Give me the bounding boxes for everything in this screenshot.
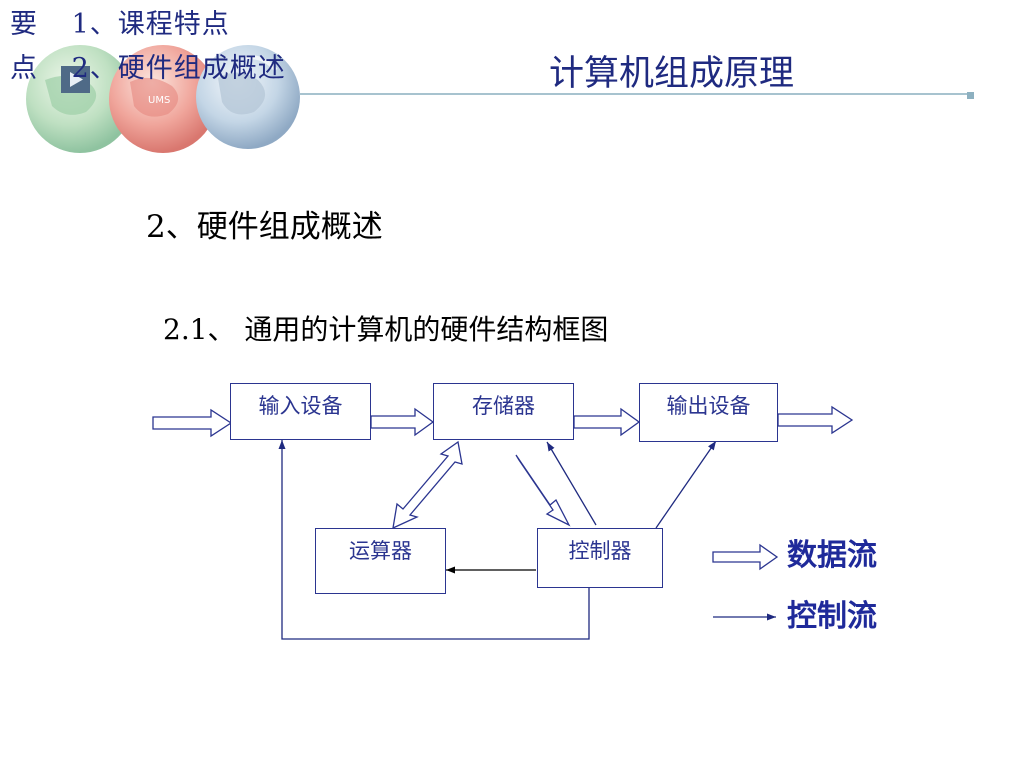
control-line-controller-input xyxy=(278,440,590,640)
globe-earth-icon xyxy=(196,45,300,149)
section-heading: 2、硬件组成概述 xyxy=(146,209,383,245)
nav-link-course-features[interactable]: 1、课程特点 xyxy=(71,9,230,40)
nav-link-hardware-overview[interactable]: 2、硬件组成概述 xyxy=(71,53,286,84)
header-divider xyxy=(300,93,968,95)
legend-data-flow-label: 数据流 xyxy=(787,538,877,573)
data-arrow-input-to-memory xyxy=(370,407,435,437)
node-label: 控制器 xyxy=(568,539,632,563)
node-alu: 运算器 xyxy=(315,528,446,594)
legend-control-flow-label: 控制流 xyxy=(787,599,877,634)
node-label: 输入设备 xyxy=(258,394,343,418)
data-arrow-into-input xyxy=(152,408,233,438)
slide-title: 计算机组成原理 xyxy=(549,54,795,94)
node-output-device: 输出设备 xyxy=(639,383,778,442)
node-input-device: 输入设备 xyxy=(230,383,371,440)
node-memory: 存储器 xyxy=(433,383,574,440)
data-arrow-output-out xyxy=(777,405,854,435)
control-line-controller-output xyxy=(655,440,717,529)
node-label: 运算器 xyxy=(349,539,412,563)
nav-play-button[interactable] xyxy=(61,66,90,93)
data-arrow-memory-controller xyxy=(515,454,571,527)
nav-row-1: 要 1、课程特点 xyxy=(10,11,230,38)
globe-red-icon xyxy=(109,45,217,153)
globe-label: UMS xyxy=(148,95,170,106)
legend-data-flow-arrow xyxy=(712,543,779,571)
control-line-controller-memory xyxy=(546,441,597,526)
node-label: 存储器 xyxy=(472,394,535,418)
nav-side-label: 点 xyxy=(10,53,38,84)
node-controller: 控制器 xyxy=(537,528,663,588)
data-arrow-memory-to-output xyxy=(573,407,641,437)
nav-side-label: 要 xyxy=(10,9,38,40)
subsection-heading: 2.1、 通用的计算机的硬件结构框图 xyxy=(163,313,609,346)
divider-end-square xyxy=(967,92,974,99)
node-label: 输出设备 xyxy=(666,394,751,418)
play-icon xyxy=(70,72,83,87)
nav-row-2: 点 2、硬件组成概述 xyxy=(10,55,286,82)
data-arrow-memory-alu xyxy=(392,440,463,530)
